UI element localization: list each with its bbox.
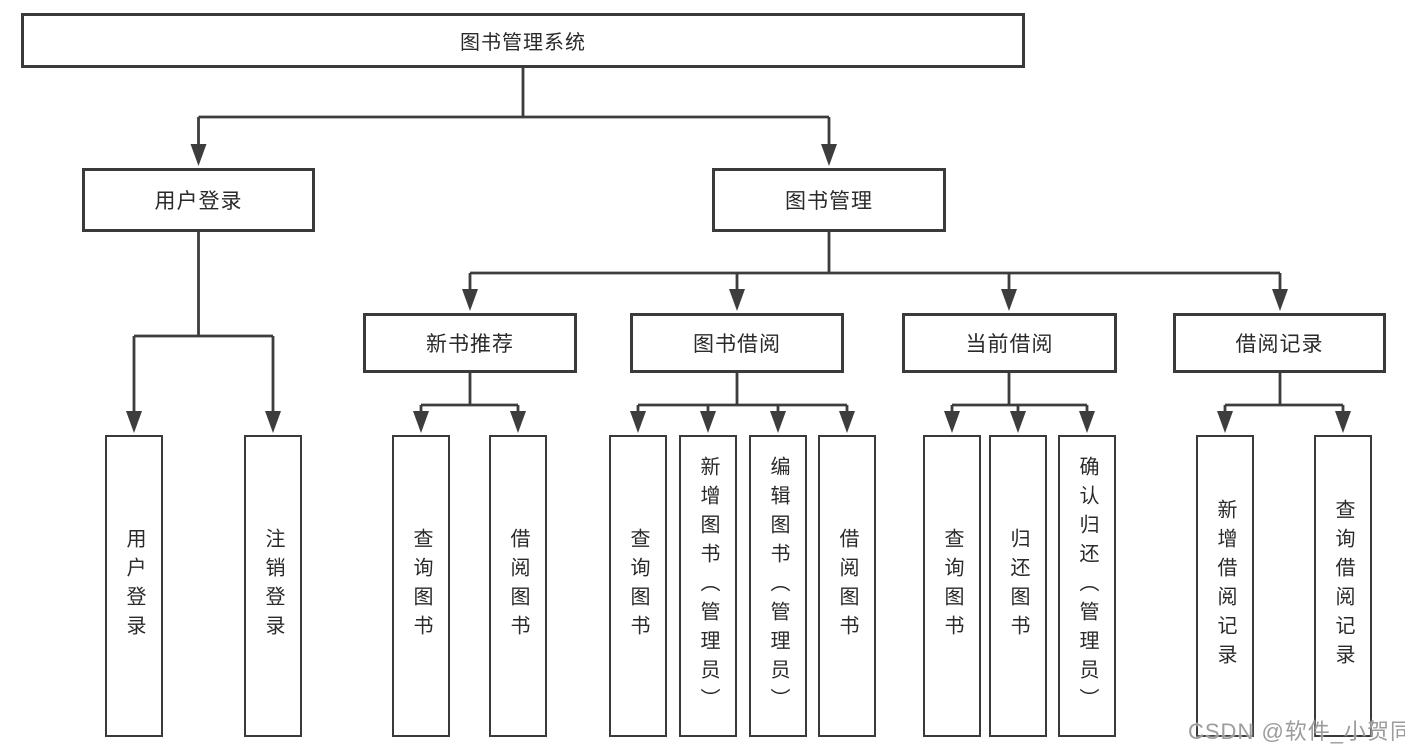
node-borrowing-records: 借阅记录 [1173, 313, 1386, 373]
leaf-logout: 注销登录 [244, 435, 302, 737]
leaf-user-login: 用户登录 [105, 435, 163, 737]
node-current-borrowing: 当前借阅 [902, 313, 1117, 373]
leaf-confirm-return-admin: 确认归还（管理员） [1058, 435, 1116, 737]
node-new-book-recommend: 新书推荐 [363, 313, 577, 373]
leaf-query-borrow-record: 查询借阅记录 [1314, 435, 1372, 737]
leaf-query-books-recommend: 查询图书 [392, 435, 450, 737]
leaf-query-books-borrow: 查询图书 [609, 435, 667, 737]
csdn-watermark: CSDN @软件_小贺同学 [1188, 719, 1405, 744]
leaf-return-books: 归还图书 [989, 435, 1047, 737]
leaf-borrow-books-recommend: 借阅图书 [489, 435, 547, 737]
node-book-borrowing: 图书借阅 [630, 313, 844, 373]
leaf-edit-books-admin: 编辑图书（管理员） [749, 435, 807, 737]
leaf-borrow-books: 借阅图书 [818, 435, 876, 737]
arrowheads [126, 144, 1351, 433]
leaf-add-borrow-record: 新增借阅记录 [1196, 435, 1254, 737]
node-system-root: 图书管理系统 [21, 13, 1025, 68]
node-user-login: 用户登录 [82, 168, 315, 232]
leaf-query-books-current: 查询图书 [923, 435, 981, 737]
node-book-management: 图书管理 [712, 168, 946, 232]
leaf-add-books-admin: 新增图书（管理员） [679, 435, 737, 737]
